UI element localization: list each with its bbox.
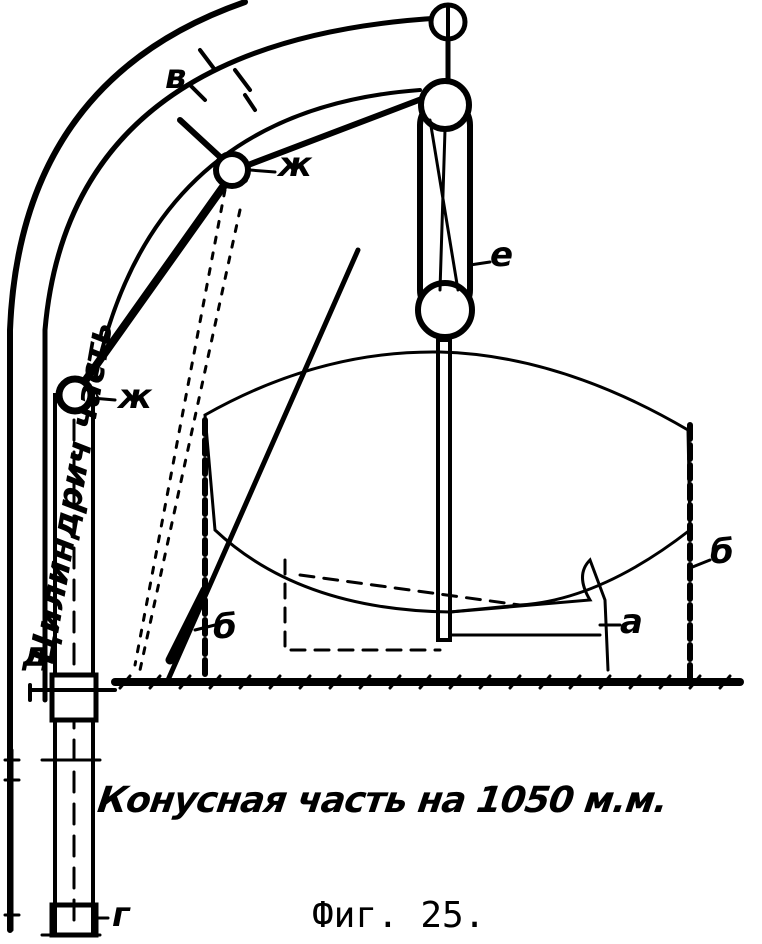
deck-hatching bbox=[118, 674, 732, 690]
joint-lower bbox=[55, 375, 95, 415]
conical-part-note: Конусная часть на 1050 м.м. bbox=[95, 780, 670, 821]
label-a: а bbox=[620, 602, 643, 642]
label-b-right: б bbox=[710, 532, 734, 572]
upper-block-pulley bbox=[418, 78, 472, 132]
figure-caption: Фиг. 25. bbox=[312, 895, 486, 936]
arc-ticks bbox=[188, 48, 257, 112]
label-zh-lower: ж bbox=[118, 377, 152, 417]
label-b-left: б bbox=[213, 607, 237, 647]
mast-collar bbox=[49, 672, 99, 723]
label-v: в bbox=[165, 57, 187, 97]
boom-main bbox=[71, 166, 239, 399]
label-e: е bbox=[490, 235, 514, 275]
davit-inner-arc bbox=[93, 88, 422, 382]
davit-outer-arc bbox=[7, 0, 248, 933]
label-d: д bbox=[22, 635, 50, 675]
joint-upper bbox=[213, 151, 251, 189]
boat-keel bbox=[448, 557, 610, 672]
fall-rope bbox=[436, 338, 452, 642]
lower-block-pulley bbox=[415, 280, 475, 340]
boat-hull bbox=[203, 350, 692, 614]
label-zh-upper: ж bbox=[278, 145, 312, 185]
boom-upper bbox=[232, 92, 435, 173]
label-g: г bbox=[112, 895, 130, 935]
davit-middle-arc bbox=[42, 15, 443, 703]
